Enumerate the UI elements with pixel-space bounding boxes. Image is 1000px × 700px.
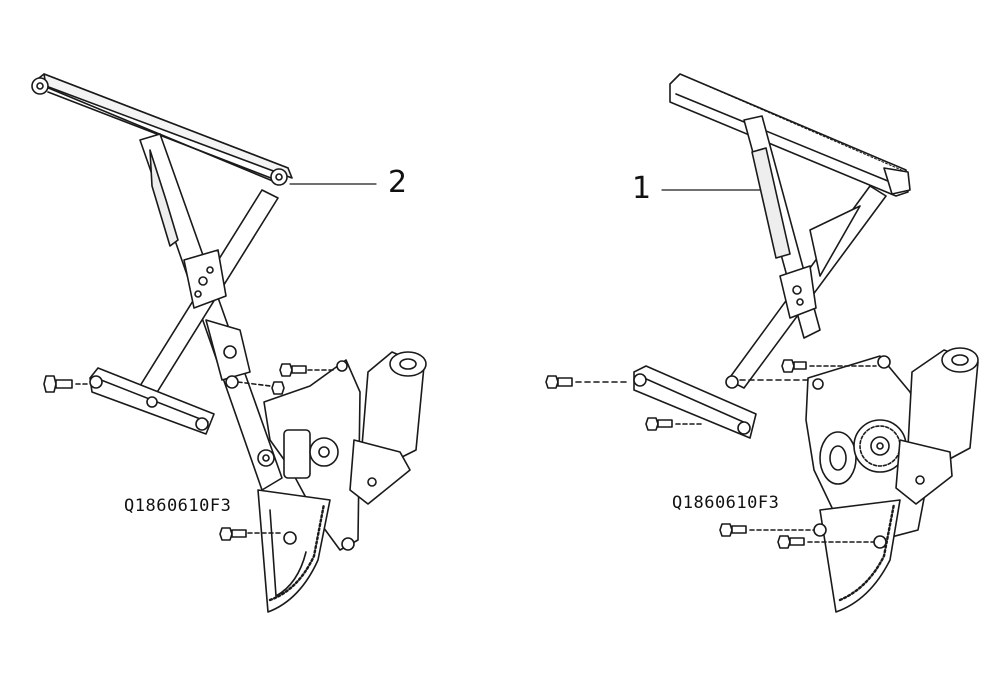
right-gear-sector [813,499,901,613]
right-motor [895,347,979,505]
right-scissor-arms [725,115,887,389]
left-callout-number: 2 [388,165,408,200]
left-regulator-assembly [31,73,427,613]
right-part-code: Q1860610F3 [672,493,780,513]
left-motor-plate [263,359,361,551]
right-regulator-assembly [545,73,979,613]
left-motor [349,351,427,505]
left-part-code: Q1860610F3 [124,496,232,516]
right-lower-channel [633,365,757,439]
left-scissor-arms [129,133,283,491]
left-gear-sector [257,489,331,613]
right-top-rail [669,73,911,197]
left-top-rail [31,73,293,186]
right-callout-number: 1 [632,171,652,206]
right-bolts [545,359,887,549]
left-bolts [43,363,337,545]
left-lower-channel [89,367,215,435]
